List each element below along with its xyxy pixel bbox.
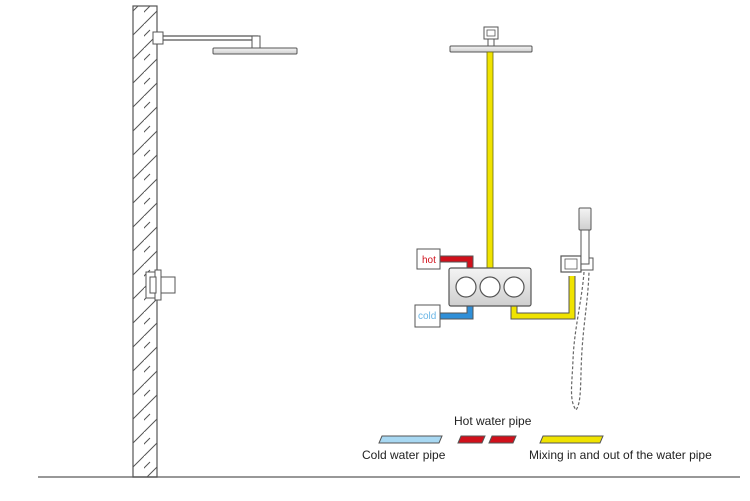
shower-head-side xyxy=(212,47,298,55)
cold-inlet-box xyxy=(414,304,441,328)
front-view: hot cold xyxy=(414,26,594,412)
valve-knob-3 xyxy=(503,276,525,298)
hand-shower-handle xyxy=(580,229,590,265)
shower-head-connector xyxy=(251,35,261,49)
mix-pipe-riser xyxy=(486,51,494,271)
valve-knob-1 xyxy=(455,276,477,298)
legend-hot-swatch-2 xyxy=(488,435,517,444)
legend-hot-label: Hot water pipe xyxy=(454,414,532,428)
wall-valve-knob xyxy=(160,276,176,294)
legend-cold-swatch xyxy=(378,435,443,444)
cold-tag: cold xyxy=(418,311,436,322)
wall xyxy=(132,5,158,478)
legend-mix-swatch xyxy=(539,435,604,444)
shower-head-front xyxy=(449,45,533,53)
legend-mix-label: Mixing in and out of the water pipe xyxy=(529,448,712,462)
legend-hot-swatch-1 xyxy=(457,435,486,444)
legend-cold-label: Cold water pipe xyxy=(362,448,446,462)
legend: Hot water pipe Cold water pipe Mixing in… xyxy=(362,414,712,462)
shower-arm-mount xyxy=(152,31,164,45)
valve-knob-2 xyxy=(479,276,501,298)
shower-hose xyxy=(570,271,590,412)
hand-shower-head xyxy=(578,207,592,231)
hot-tag: hot xyxy=(422,255,436,266)
side-view xyxy=(132,5,298,478)
hot-inlet-box xyxy=(416,248,441,270)
